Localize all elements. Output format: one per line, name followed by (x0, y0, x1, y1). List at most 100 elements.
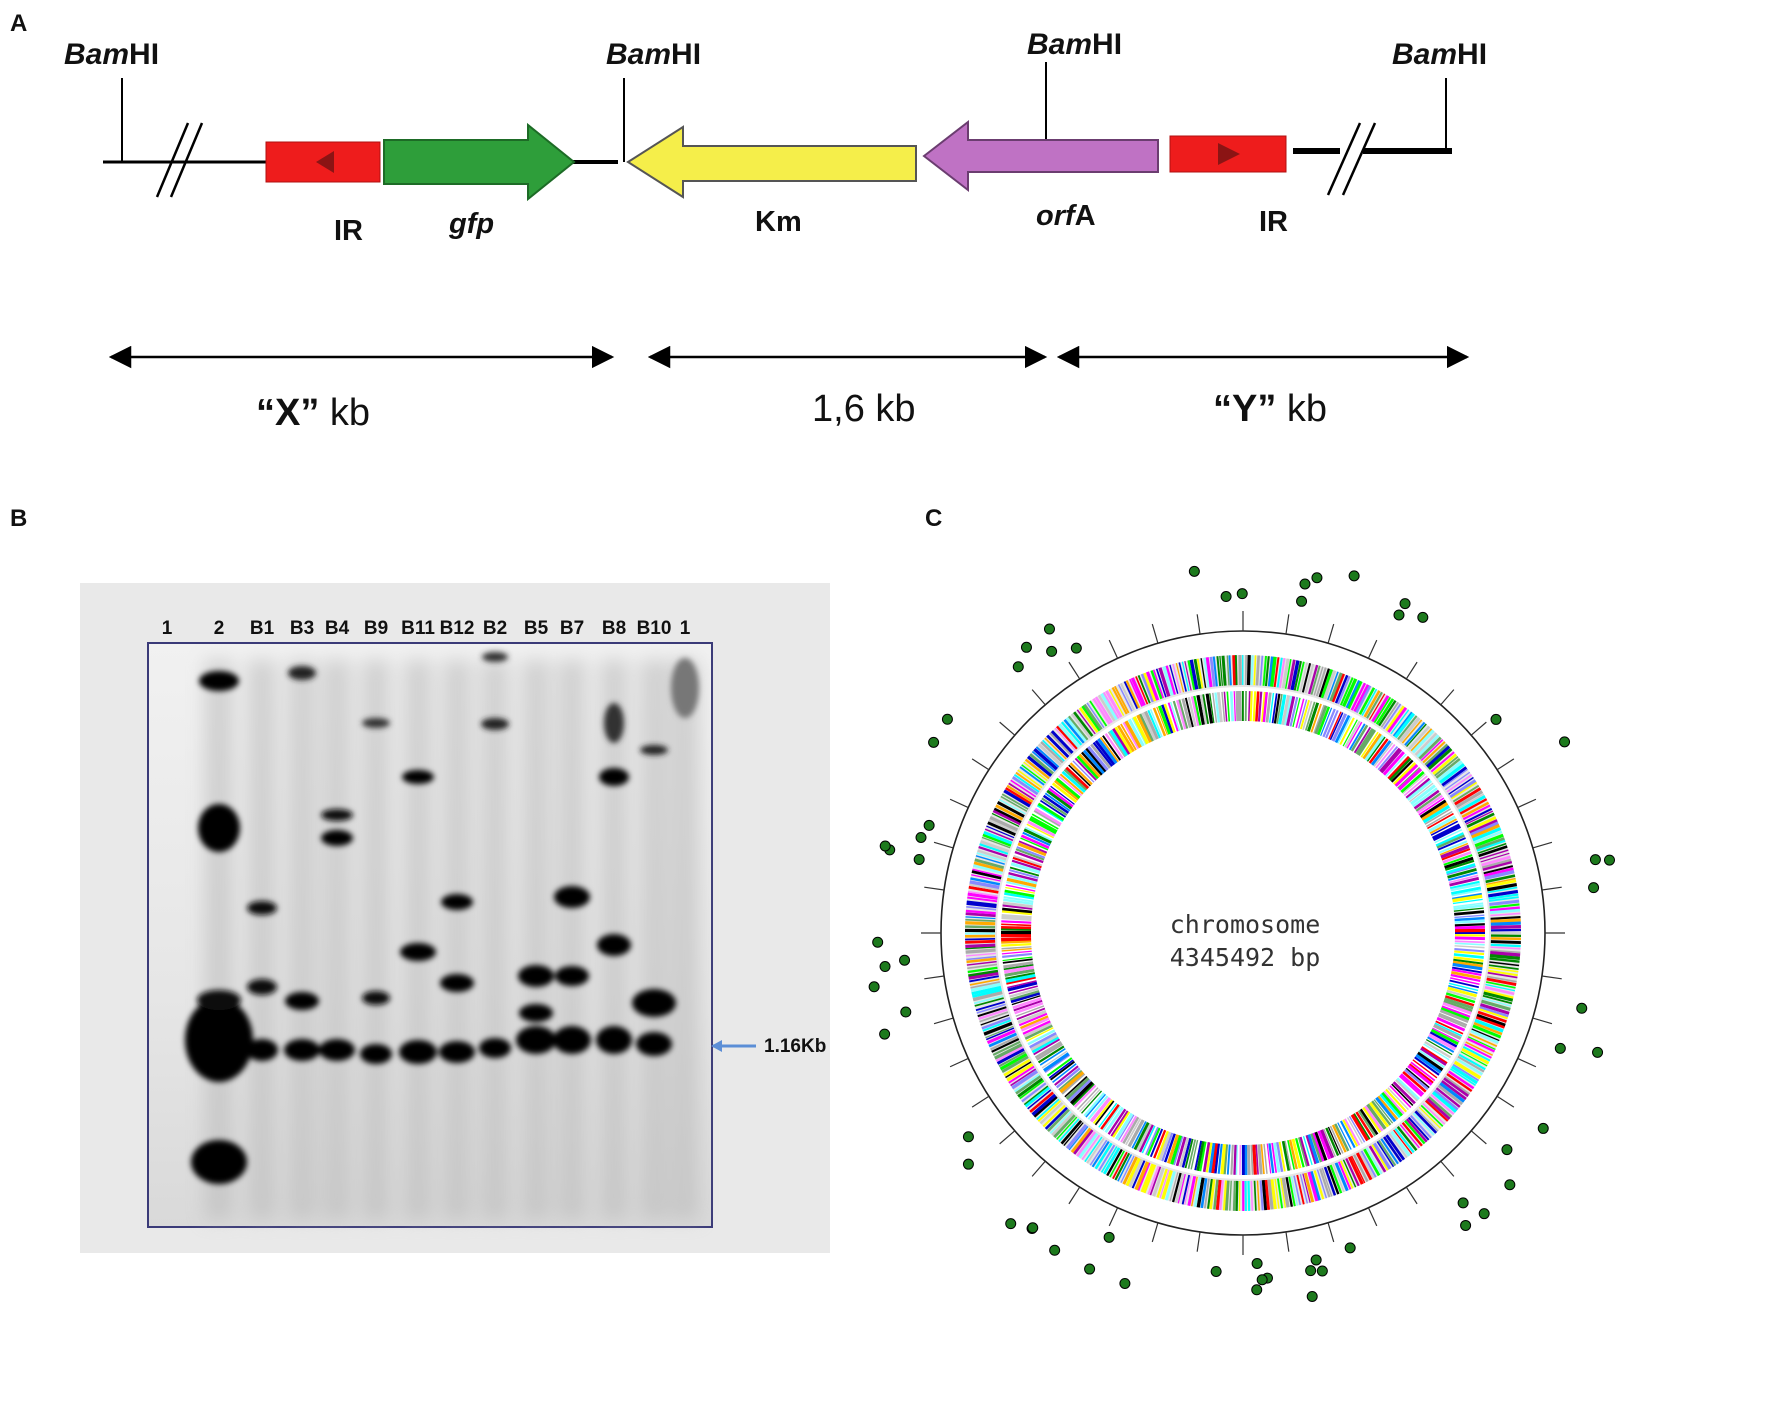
gfp-label: gfp (449, 208, 495, 240)
insertion-site-dot (1554, 1042, 1566, 1054)
lane-label: B5 (523, 618, 549, 639)
insertion-site-dot (1589, 854, 1601, 866)
insertion-site-dot (941, 713, 953, 725)
insertion-site-dot (962, 1158, 974, 1170)
size-label-y: “Y” kb (1213, 388, 1328, 430)
insertion-site-dot (1103, 1231, 1115, 1243)
gfp-arrow (383, 122, 576, 202)
insertion-site-dot (879, 1028, 891, 1040)
insertion-site-dot (1316, 1265, 1328, 1277)
lane-label: 1 (161, 618, 173, 639)
insertion-site-dot (868, 981, 880, 993)
insertion-site-dot (1393, 609, 1405, 621)
insertion-site-dot (1119, 1277, 1131, 1289)
orfa-label: orfA (1036, 200, 1096, 232)
lane-label: 2 (213, 618, 225, 639)
ir-right-label: IR (1259, 206, 1288, 238)
km-label: Km (755, 206, 802, 238)
insertion-site-dot (879, 840, 891, 852)
insertion-site-dot (1049, 1244, 1061, 1256)
genome-label: chromosome 4345492 bp (1140, 908, 1350, 974)
insertion-site-dot (1296, 595, 1308, 607)
insertion-site-dot (923, 819, 935, 831)
insertion-site-dot (1220, 591, 1232, 603)
insertion-site-dot (962, 1131, 974, 1143)
insertion-site-dot (1261, 1272, 1273, 1284)
insertion-site-dot (913, 853, 925, 865)
insertion-site-dot (928, 736, 940, 748)
insertion-site-dot (1236, 588, 1248, 600)
insertion-site-dot (1537, 1122, 1549, 1134)
lane-label: B4 (324, 618, 350, 639)
insertion-site-dot (1256, 1274, 1268, 1286)
insertion-site-dot (1490, 713, 1502, 725)
insertion-site-dot (1588, 882, 1600, 894)
insertion-site-dot (1504, 1179, 1516, 1191)
insertion-site-dot (1310, 1254, 1322, 1266)
insertion-site-dot (1251, 1284, 1263, 1296)
insertion-site-dot (1417, 611, 1429, 623)
insertion-site-dot (915, 831, 927, 843)
panel-label-b: B (10, 505, 28, 532)
insertion-site-dot (1084, 1263, 1096, 1275)
lane-label: B10 (636, 618, 672, 639)
size-label-km: 1,6 kb (812, 388, 916, 430)
bamhi-label-1: BamHI (64, 38, 160, 71)
insertion-site-dot (1210, 1265, 1222, 1277)
insertion-site-dot (1005, 1218, 1017, 1230)
insertion-site-dot (1603, 854, 1615, 866)
insertion-site-dot (1576, 1002, 1588, 1014)
insertion-site-dot (1559, 736, 1571, 748)
insertion-site-dot (1020, 641, 1032, 653)
insertion-site-dot (1188, 565, 1200, 577)
insertion-site-dot (872, 936, 884, 948)
insertion-site-dot (1026, 1222, 1038, 1234)
lane-label: B1 (249, 618, 275, 639)
lane-label: B8 (601, 618, 627, 639)
insertion-site-dot (1305, 1265, 1317, 1277)
insertion-site-dot (1457, 1197, 1469, 1209)
panel-label-c: C (925, 505, 943, 532)
lane-label: 1 (679, 618, 691, 639)
genome-length: 4345492 bp (1169, 943, 1321, 972)
ir-left-label: IR (334, 215, 363, 247)
lane-label: B11 (401, 618, 435, 639)
insertion-site-dot (900, 1006, 912, 1018)
blot-background (80, 583, 830, 1253)
lane-label: B9 (363, 618, 389, 639)
break-mark-right (1326, 122, 1377, 196)
insertion-site-dot (1012, 661, 1024, 673)
insertion-site-dot (1311, 572, 1323, 584)
insertion-site-dot (1306, 1290, 1318, 1302)
bamhi-label-2: BamHI (606, 38, 702, 71)
insertion-site-dot (884, 844, 896, 856)
insertion-site-dot (1399, 598, 1411, 610)
insertion-site-dot (1344, 1242, 1356, 1254)
bamhi-label-4: BamHI (1392, 38, 1488, 71)
size-label-x: “X” kb (256, 392, 371, 434)
insertion-site-dot (1027, 1222, 1039, 1234)
break-mark-left (155, 122, 204, 198)
insertion-site-dot (1043, 623, 1055, 635)
lane-label: B3 (289, 618, 315, 639)
genome-name: chromosome (1169, 910, 1321, 939)
panel-label-a: A (10, 10, 28, 37)
km-arrow (626, 125, 917, 199)
marker-size-label: 1.16Kb (764, 1036, 827, 1057)
ir-right-marker-icon (1218, 143, 1240, 165)
insertion-site-dot (1348, 570, 1360, 582)
insertion-site-dot (879, 961, 891, 973)
insertion-site-dot (1460, 1219, 1472, 1231)
genetic-map (103, 62, 1470, 369)
insertion-site-dot (1501, 1144, 1513, 1156)
lane-label: B7 (559, 618, 585, 639)
insertion-site-dot (899, 954, 911, 966)
insertion-site-dot (1478, 1208, 1490, 1220)
insertion-site-dot (1070, 642, 1082, 654)
lane-label: B12 (439, 618, 475, 639)
bamhi-label-3: BamHI (1027, 28, 1123, 61)
insertion-site-dot (1592, 1046, 1604, 1058)
lane-label: B2 (482, 618, 508, 639)
insertion-site-dot (1251, 1258, 1263, 1270)
insertion-site-dot (1299, 578, 1311, 590)
